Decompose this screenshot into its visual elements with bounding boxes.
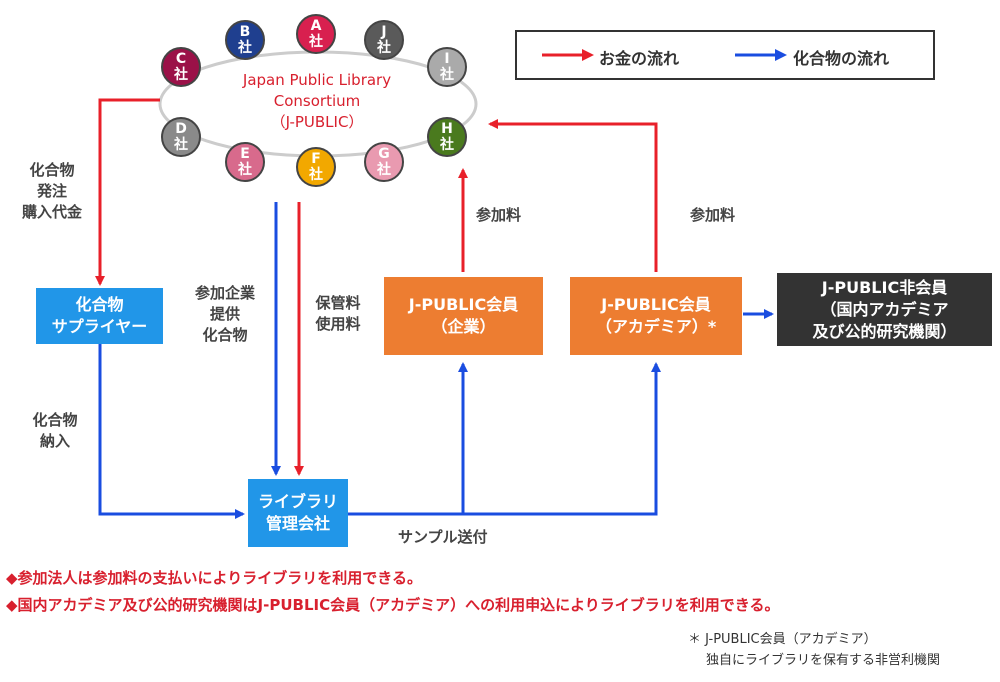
company-suffix: 社 [440,137,454,153]
company-letter: B [239,24,251,40]
sample-label: サンプル送付 [398,528,488,546]
company-j-badge: J 社 [364,20,404,60]
company-letter: G [378,146,390,162]
company-a-badge: A 社 [296,14,336,54]
note-participants: ◆参加法人は参加料の支払いによりライブラリを利用できる。 [6,569,422,587]
company-letter: E [240,146,250,162]
deliver-label-line1: 化合物 [32,411,78,429]
company-suffix: 社 [238,40,252,56]
company-suffix: 社 [238,162,252,178]
member-acad-line1: J-PUBLIC会員 [601,295,711,314]
company-suffix: 社 [377,162,391,178]
storage-label: 保管料 使用料 [305,293,371,335]
supplier-line2: サプライヤー [51,317,148,336]
member-acad-line2: （アカデミア）* [595,317,717,336]
order-label-line1: 化合物 [29,161,75,179]
storage-label-line2: 使用料 [315,315,361,333]
provide-label-line1: 参加企業 [194,284,255,302]
non-member-box: J-PUBLIC非会員 （国内アカデミア 及び公的研究機関） [777,273,992,346]
library-line1: ライブラリ [257,492,338,511]
deliver-label: 化合物 納入 [24,410,86,452]
company-letter: A [310,18,322,34]
company-c-badge: C 社 [161,47,201,87]
consortium-name: Japan Public Library Consortium （J-PUBLI… [222,70,412,133]
company-letter: J [381,24,387,40]
non-member-line1: J-PUBLIC非会員 [821,277,948,297]
library-line2: 管理会社 [265,514,330,533]
fee-corp-label: 参加料 [476,206,522,224]
company-suffix: 社 [174,137,188,153]
company-suffix: 社 [174,67,188,83]
footnote-line1: ＊ J-PUBLIC会員（アカデミア） [688,632,877,647]
supplier-box: 化合物 サプライヤー [36,288,163,344]
legend-money-label: お金の流れ [599,49,680,68]
company-e-badge: E 社 [225,142,265,182]
order-label: 化合物 発注 購入代金 [14,160,90,223]
supplier-line1: 化合物 [75,295,124,314]
legend: お金の流れ 化合物の流れ [515,30,935,80]
company-letter: D [175,121,187,137]
company-letter: F [311,151,321,167]
footnote-line2: 独自にライブラリを保有する非営利機関 [706,653,941,668]
provide-label-line3: 化合物 [202,326,248,344]
order-label-line2: 発注 [36,182,67,200]
sample-to-corp-arrow [347,362,468,516]
member-acad-box: J-PUBLIC会員 （アカデミア）* [570,277,742,355]
company-suffix: 社 [440,67,454,83]
library-box: ライブラリ 管理会社 [248,479,348,547]
company-b-badge: B 社 [225,20,265,60]
company-letter: C [175,51,187,67]
order-label-line3: 購入代金 [21,203,82,221]
company-suffix: 社 [309,167,323,183]
legend-compound-label: 化合物の流れ [793,49,890,68]
consortium-line2: Consortium [273,92,361,110]
consortium-line1: Japan Public Library [242,71,392,89]
company-letter: H [441,121,453,137]
company-suffix: 社 [377,40,391,56]
provide-label-line2: 提供 [209,305,240,323]
member-corp-box: J-PUBLIC会員 （企業） [384,277,543,355]
company-d-badge: D 社 [161,117,201,157]
non-member-line2: （国内アカデミア [820,299,949,319]
company-letter: I [444,51,450,67]
storage-label-line1: 保管料 [315,294,361,312]
consortium-line3: （J-PUBLIC） [270,113,364,131]
company-g-badge: G 社 [364,142,404,182]
non-member-line3: 及び公的研究機関） [812,321,957,341]
company-h-badge: H 社 [427,117,467,157]
order-payment-arrow [95,98,160,286]
provide-label: 参加企業 提供 化合物 [184,283,266,346]
note-academia: ◆国内アカデミア及び公的研究機関はJ-PUBLIC会員（アカデミア）への利用申込… [6,596,780,614]
company-i-badge: I 社 [427,47,467,87]
company-f-badge: F 社 [296,147,336,187]
sample-to-acad-arrow [463,362,661,516]
fee-acad-arrow [488,119,658,272]
deliver-label-line2: 納入 [39,432,70,450]
delivery-arrow [98,344,245,519]
member-corp-line1: J-PUBLIC会員 [408,295,519,314]
company-suffix: 社 [309,34,323,50]
member-corp-line2: （企業） [431,317,496,336]
fee-acad-label: 参加料 [690,206,736,224]
